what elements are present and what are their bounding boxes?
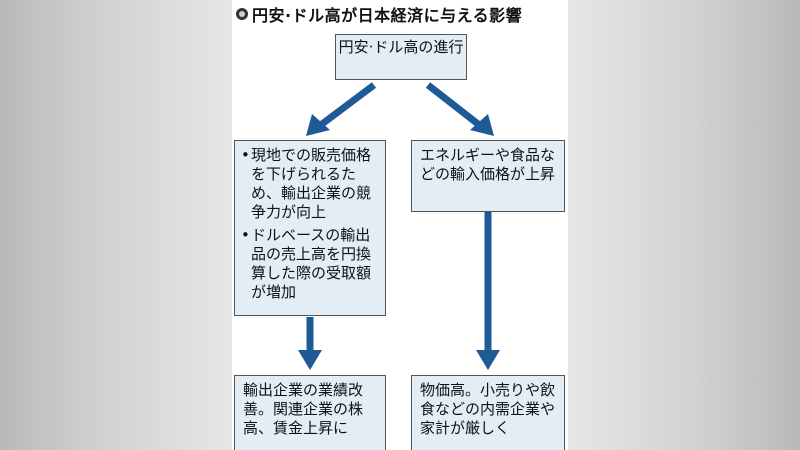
bullet-dot: • (241, 146, 250, 164)
top-box-text: 円安·ドル高の進行 (338, 38, 464, 56)
arrow-head-left (306, 114, 330, 136)
background-right (568, 0, 800, 450)
arrow-to-left (319, 82, 377, 127)
diagram-title: 円安·ドル高が日本経済に与える影響 (232, 2, 568, 26)
left-bullet-2-text: ドルベースの輸出品の売上高を円換算した際の受取額が増加 (251, 226, 372, 301)
logo-icon (236, 8, 248, 20)
left-bullet-1: • 現地での販売価格を下げられるため、輸出企業の競争力が向上 (241, 146, 379, 222)
bullet-dot: • (241, 226, 250, 244)
title-text: 円安·ドル高が日本経済に与える影響 (252, 6, 523, 25)
arrow-head-right (470, 114, 494, 136)
left-box: • 現地での販売価格を下げられるため、輸出企業の競争力が向上 • ドルベースの輸… (234, 140, 386, 316)
background-left (0, 0, 232, 450)
right-box: エネルギーや食品などの輸入価格が上昇 (411, 140, 565, 212)
right-box-text: エネルギーや食品などの輸入価格が上昇 (420, 146, 556, 183)
left-bullet-2: • ドルベースの輸出品の売上高を円換算した際の受取額が増加 (241, 226, 379, 302)
arrow-to-right (425, 82, 481, 127)
arrow-head-left-down (298, 350, 322, 370)
bottom-right-box: 物価高。小売りや飲食などの内需企業や家計が厳しく (411, 375, 565, 450)
bottom-left-box: 輸出企業の業績改善。関連企業の株高、賃金上昇に (234, 375, 386, 450)
bottom-left-box-text: 輸出企業の業績改善。関連企業の株高、賃金上昇に (243, 381, 364, 437)
left-bullet-1-text: 現地での販売価格を下げられるため、輸出企業の競争力が向上 (251, 146, 372, 221)
bottom-right-box-text: 物価高。小売りや飲食などの内需企業や家計が厳しく (420, 381, 556, 437)
arrow-head-right-down (476, 350, 500, 370)
top-box: 円安·ドル高の進行 (335, 34, 467, 80)
